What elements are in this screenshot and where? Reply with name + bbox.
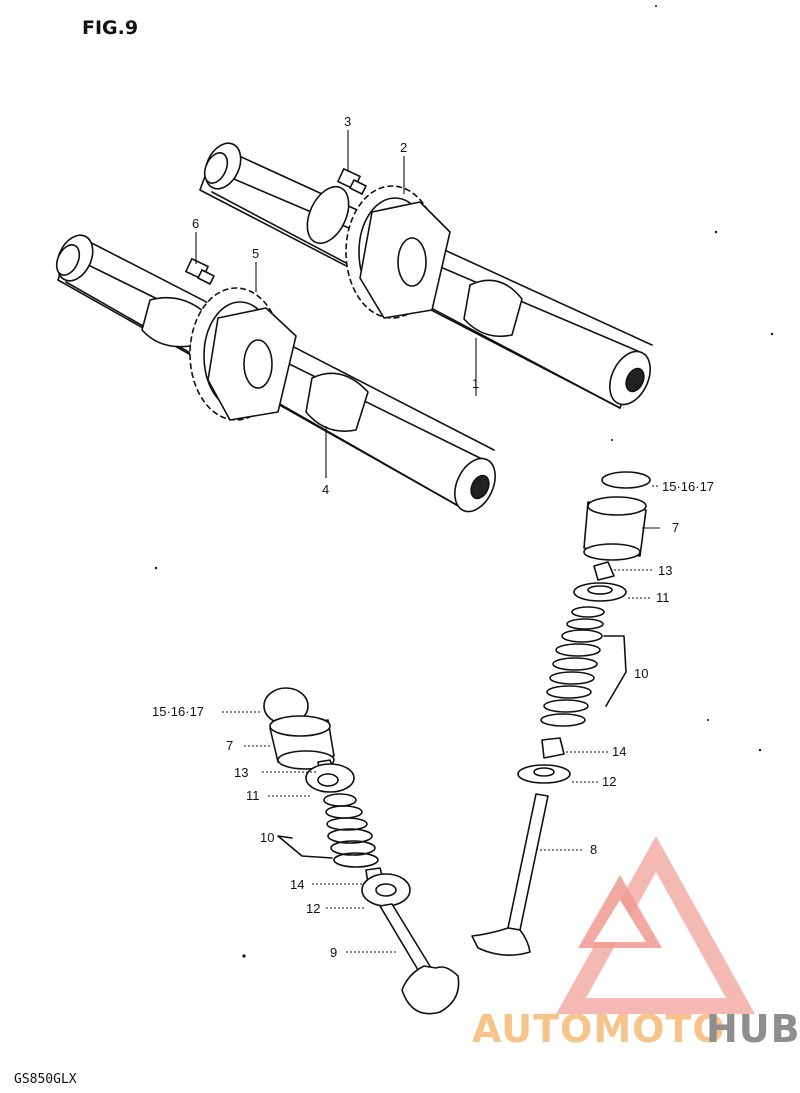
callout-left-15-16-17: 15·16·17: [152, 704, 204, 719]
callout-right-8: 8: [590, 842, 597, 857]
callout-left-12: 12: [306, 901, 320, 916]
sprocket-bolt-upper: [337, 168, 367, 195]
callout-right-13: 13: [658, 563, 672, 578]
callout-labels: 3 2 6 5 1 4 15·16·17 7 13 11 10 14 12 8 …: [152, 114, 714, 960]
callout-right-7: 7: [672, 520, 679, 535]
exhaust-valve: [471, 793, 549, 956]
intake-valve: [379, 903, 460, 1015]
callout-right-14: 14: [612, 744, 626, 759]
oil-seal-right: [541, 737, 565, 759]
model-code: GS850GLX: [14, 1072, 77, 1087]
callout-left-9: 9: [330, 945, 337, 960]
exhaust-valve-assembly: [471, 471, 651, 956]
callout-right-15-16-17: 15·16·17: [662, 479, 714, 494]
watermark-m-hole: [594, 900, 646, 942]
callout-left-7: 7: [226, 738, 233, 753]
watermark-text-automoto: AUTOMOTO: [472, 1007, 726, 1051]
watermark-logo: AUTOMOTO HUB: [472, 836, 800, 1051]
cotter-right: [593, 561, 615, 581]
valve-spring-left: [323, 793, 379, 868]
intake-valve-assembly: [263, 687, 460, 1015]
callout-left-13: 13: [234, 765, 248, 780]
callout-2: 2: [400, 140, 407, 155]
intake-cam-sprocket: [189, 287, 297, 421]
callout-5: 5: [252, 246, 259, 261]
callout-left-10: 10: [260, 830, 274, 845]
leader-lines: [195, 130, 660, 953]
shim-right: [601, 471, 651, 489]
callout-left-14: 14: [290, 877, 304, 892]
figure-title: FIG.9: [82, 17, 138, 39]
watermark-triangle-inner: [586, 872, 726, 998]
valve-spring-right: [540, 606, 605, 727]
callout-6: 6: [192, 216, 199, 231]
callout-right-11: 11: [656, 590, 670, 605]
callout-1: 1: [472, 376, 479, 391]
callout-right-10: 10: [634, 666, 648, 681]
callout-3: 3: [344, 114, 351, 129]
watermark-text-hub: HUB: [706, 1007, 800, 1051]
scan-specks: [154, 5, 774, 958]
sprocket-bolt-lower: [185, 258, 215, 285]
callout-right-12: 12: [602, 774, 616, 789]
callout-left-11: 11: [246, 788, 260, 803]
callout-4: 4: [322, 482, 329, 497]
exhaust-cam-sprocket: [345, 185, 451, 319]
